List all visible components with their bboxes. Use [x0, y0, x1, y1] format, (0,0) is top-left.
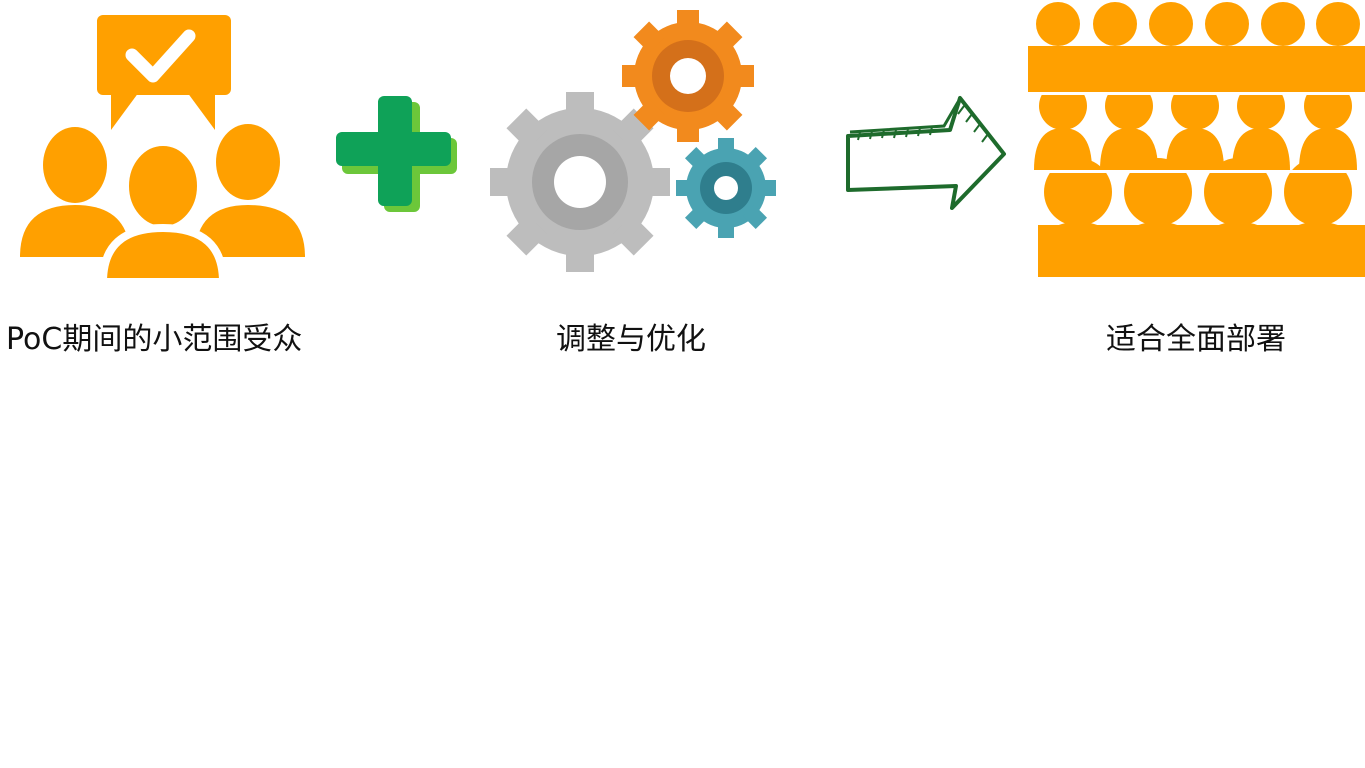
small-audience-with-approval-bubble-icon	[20, 15, 305, 285]
full-deployment-caption: 适合全面部署	[1106, 322, 1286, 357]
optimize-caption: 调整与优化	[556, 322, 706, 357]
teal-gear-icon	[676, 138, 776, 238]
hand-drawn-right-arrow-icon	[846, 96, 1006, 210]
orange-gear-icon	[622, 10, 754, 142]
gray-gear-icon	[490, 92, 670, 272]
plus-icon	[336, 96, 457, 212]
small-audience-caption: PoC期间的小范围受众	[6, 322, 303, 357]
large-audience-icon	[1028, 2, 1365, 277]
gears-icon	[490, 10, 776, 272]
